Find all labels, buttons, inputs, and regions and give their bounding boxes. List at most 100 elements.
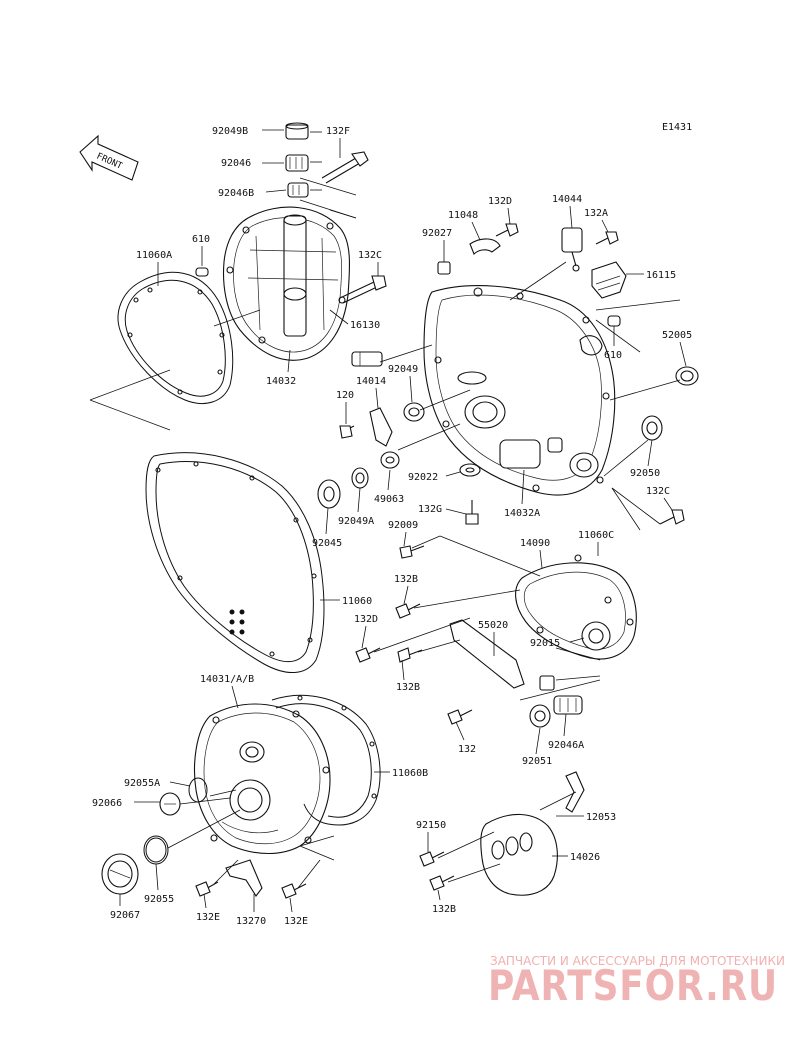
label-132C-a: 132C — [358, 250, 382, 261]
label-92066: 92066 — [92, 798, 122, 809]
plug-16115 — [591, 261, 627, 299]
bolt-120 — [339, 425, 355, 439]
label-92046A: 92046A — [548, 740, 584, 751]
label-12053: 12053 — [586, 812, 616, 823]
label-92050: 92050 — [630, 468, 660, 479]
bolt-132A — [595, 231, 619, 245]
label-132B-b: 132B — [396, 682, 420, 693]
label-16115: 16115 — [646, 270, 676, 281]
bracket-13270 — [225, 859, 263, 897]
washer-92022 — [459, 463, 481, 477]
nut-49063 — [380, 451, 400, 469]
bolt-132D-b — [355, 647, 381, 663]
bearing-92045 — [317, 479, 341, 509]
bolt-132F — [321, 151, 369, 184]
label-92045: 92045 — [312, 538, 342, 549]
bushing-92046B — [287, 182, 309, 198]
bracket-12053 — [565, 771, 585, 813]
label-11060: 11060 — [342, 596, 372, 607]
diagram-code: E1431 — [662, 122, 692, 133]
label-11060B: 11060B — [392, 768, 428, 779]
gasket-11060 — [145, 452, 325, 673]
plug-92066 — [159, 792, 181, 816]
bolt-132B-c — [429, 875, 455, 891]
label-132E-b: 132E — [284, 916, 308, 927]
label-132E-a: 132E — [196, 912, 220, 923]
watermark-tagline: ЗАПЧАСТИ И АКСЕССУАРЫ ДЛЯ МОТОТЕХНИКИ — [490, 954, 785, 968]
label-14032A: 14032A — [504, 508, 540, 519]
label-92049B: 92049B — [212, 126, 248, 137]
label-92027: 92027 — [422, 228, 452, 239]
label-14014: 14014 — [356, 376, 386, 387]
label-92022: 92022 — [408, 472, 438, 483]
nut-92046A-cap — [539, 675, 555, 691]
dowel-610-a — [195, 267, 209, 277]
label-132C-b: 132C — [646, 486, 670, 497]
seal-92049A — [351, 467, 369, 489]
cover-14032 — [223, 206, 351, 361]
label-610-a: 610 — [192, 234, 210, 245]
gasket-11060B — [271, 694, 381, 826]
label-92150: 92150 — [416, 820, 446, 831]
label-11060A: 11060A — [136, 250, 172, 261]
bolt-132E-b — [281, 883, 307, 899]
label-92051: 92051 — [522, 756, 552, 767]
bolt-132 — [447, 709, 473, 725]
label-92009: 92009 — [388, 520, 418, 531]
label-92046B: 92046B — [218, 188, 254, 199]
label-13270: 13270 — [236, 916, 266, 927]
guide-14044 — [561, 227, 583, 272]
nut-92027 — [437, 261, 451, 275]
label-132B-c: 132B — [432, 904, 456, 915]
label-52005: 52005 — [662, 330, 692, 341]
label-14032: 14032 — [266, 376, 296, 387]
label-92049: 92049 — [388, 364, 418, 375]
watermark: ЗАПЧАСТИ И АКСЕССУАРЫ ДЛЯ МОТОТЕХНИКИ PA… — [488, 954, 785, 1010]
label-132G: 132G — [418, 504, 442, 515]
bolt-132C-a — [339, 275, 387, 304]
gasket-11060A — [117, 271, 234, 404]
shaft-bolt — [351, 351, 383, 367]
label-92067: 92067 — [110, 910, 140, 921]
label-49063: 49063 — [374, 494, 404, 505]
label-16130: 16130 — [350, 320, 380, 331]
label-55020: 55020 — [478, 620, 508, 631]
label-120: 120 — [336, 390, 354, 401]
label-92049A: 92049A — [338, 516, 374, 527]
plug-92067 — [101, 853, 139, 895]
bolt-92150 — [419, 851, 445, 867]
bolt-132B-b — [397, 647, 423, 663]
label-11060C: 11060C — [578, 530, 614, 541]
bolt-132E-a — [195, 881, 219, 897]
bolt-92009 — [399, 545, 425, 559]
label-610-b: 610 — [604, 350, 622, 361]
label-92055A: 92055A — [124, 778, 160, 789]
label-14031: 14031/A/B — [200, 674, 254, 685]
dowel-610-b — [607, 315, 621, 327]
label-14044: 14044 — [552, 194, 582, 205]
guard-14026 — [480, 813, 558, 896]
bushing-92049B — [285, 122, 309, 140]
bolt-132D-a — [495, 223, 519, 237]
label-132F: 132F — [326, 126, 350, 137]
bushing-92046 — [285, 154, 309, 172]
seal-92049 — [403, 402, 425, 422]
label-11048: 11048 — [448, 210, 478, 221]
label-132: 132 — [458, 744, 476, 755]
label-132D-b: 132D — [354, 614, 378, 625]
seal-92015 — [581, 621, 611, 651]
label-132B-a: 132B — [394, 574, 418, 585]
label-92055: 92055 — [144, 894, 174, 905]
seal-92051 — [529, 704, 551, 728]
crankcase-cover-14032A — [423, 285, 616, 496]
clamp-11048 — [469, 238, 501, 255]
bolt-132G — [465, 500, 479, 525]
bracket-55020 — [449, 619, 525, 689]
bolt-132C-b — [659, 509, 685, 525]
label-14090: 14090 — [520, 538, 550, 549]
cover-14031 — [193, 703, 331, 854]
bracket-14014 — [369, 407, 393, 447]
seal-52005 — [675, 366, 699, 386]
label-92015: 92015 — [530, 638, 560, 649]
